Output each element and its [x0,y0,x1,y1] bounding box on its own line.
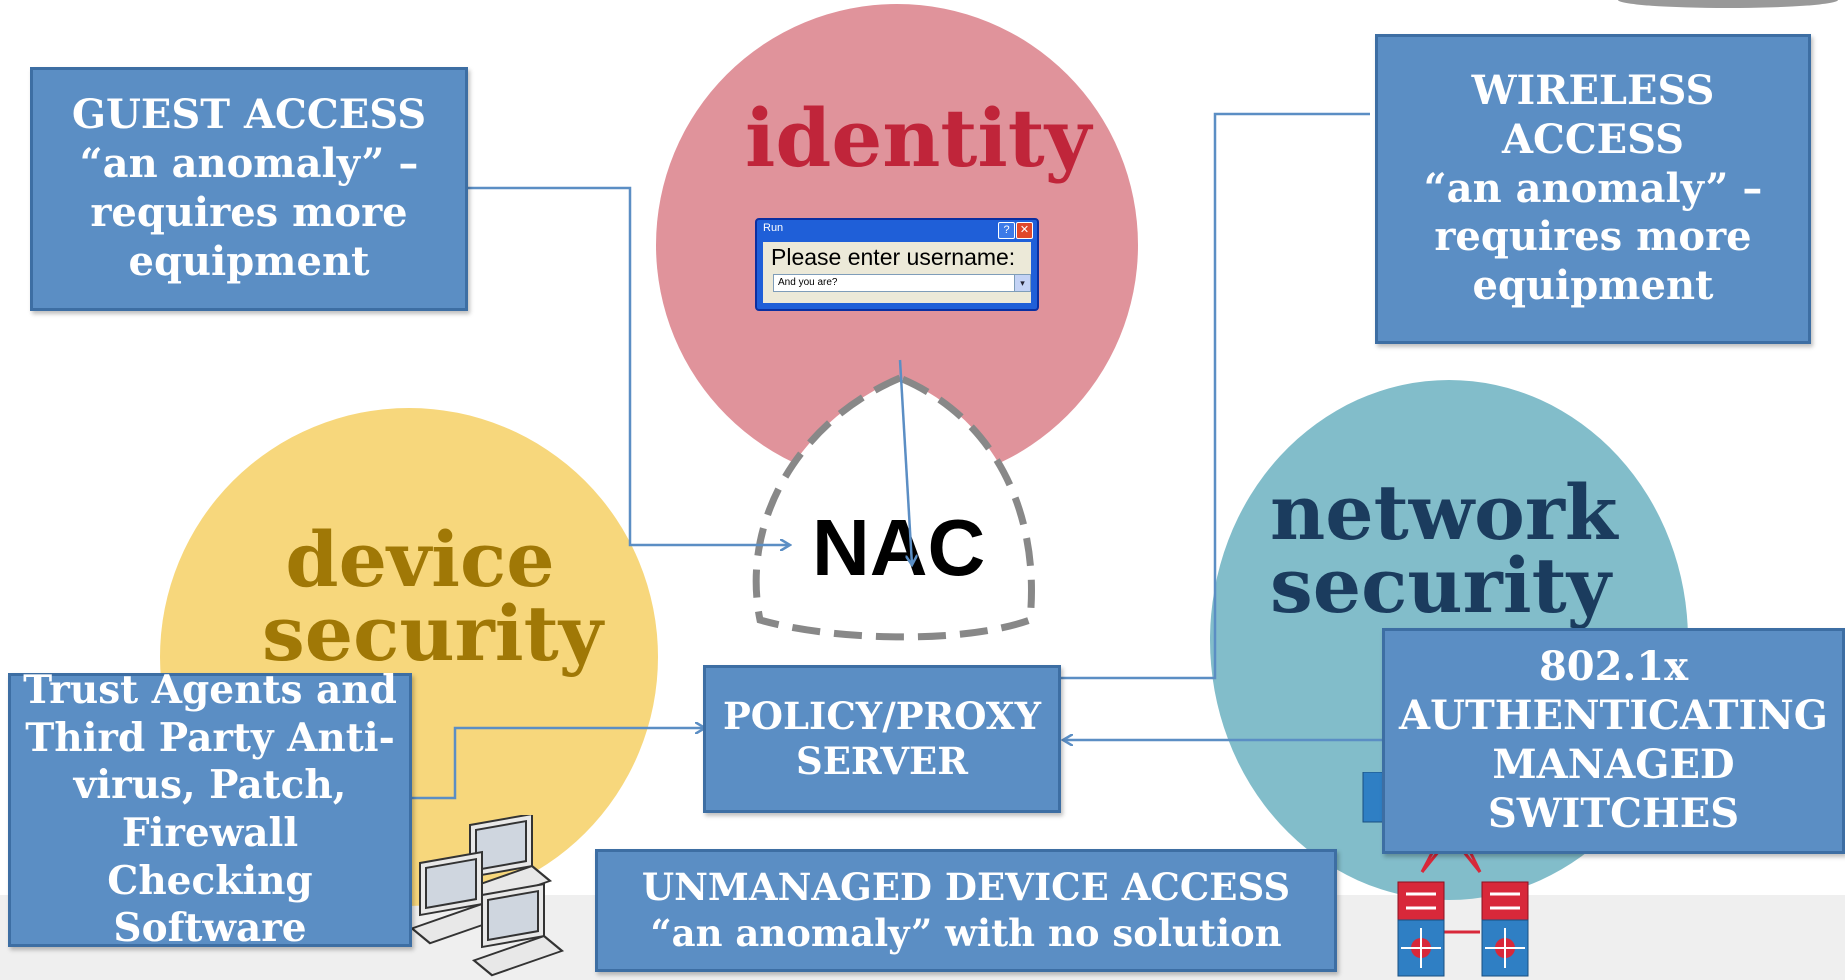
device-label-line2: security [262,589,603,678]
managed-switches-box: 802.1x AUTHENTICATING MANAGED SWITCHES [1382,628,1845,854]
guest-line-4: equipment [128,237,370,285]
trust-line-2: Third Party Anti- [25,714,395,761]
corner-decoration [1618,0,1838,8]
guest-line-2: “an anomaly” – [79,140,419,188]
policy-line-2: SERVER [795,739,968,783]
device-label-line1: device [285,515,555,604]
wireless-line-3: “an anomaly” – [1423,164,1763,212]
trust-line-4: Firewall Checking [107,810,313,904]
run-dialog-title: Run [763,222,784,234]
run-dialog-body: Please enter username: And you are? ▾ [763,242,1031,303]
switches-line-4: SWITCHES [1487,789,1740,837]
unmanaged-line-2: “an anomaly” with no solution [650,910,1282,955]
guest-connector [466,186,790,545]
laptop-icon [409,815,565,977]
policy-line-1: POLICY/PROXY [722,693,1042,738]
unmanaged-device-access-box: UNMANAGED DEVICE ACCESS “an anomaly” wit… [595,849,1337,972]
identity-connector [898,359,912,565]
policy-proxy-server-box: POLICY/PROXY SERVER [703,665,1061,813]
wireless-line-4: requires more [1434,213,1752,261]
username-input-value: And you are? [778,277,838,288]
close-button[interactable]: ✕ [1016,222,1033,239]
network-label-line2: security [1270,541,1611,630]
trust-connector [410,728,705,800]
trust-agents-box: Trust Agents and Third Party Anti- virus… [8,667,412,951]
unmanaged-line-1: UNMANAGED DEVICE ACCESS [641,865,1291,910]
trust-line-3: virus, Patch, [73,762,347,809]
run-dialog[interactable]: Run ? ✕ Please enter username: And you a… [755,218,1039,311]
help-button[interactable]: ? [998,222,1015,239]
trust-line-1: Trust Agents and [23,667,397,714]
nac-label: NAC [812,503,986,592]
trust-line-5: Software [113,905,307,952]
identity-label: identity [745,91,1092,185]
wireless-line-1: WIRELESS [1471,67,1715,114]
guest-access-box: GUEST ACCESS “an anomaly” – requires mor… [30,67,468,311]
run-prompt: Please enter username: [771,244,1016,270]
chevron-down-icon[interactable]: ▾ [1014,275,1030,291]
wireless-line-5: equipment [1472,262,1714,310]
network-label-line1: network [1270,468,1618,557]
username-input[interactable]: And you are? ▾ [773,274,1031,292]
guest-line-1: GUEST ACCESS [71,91,427,139]
switches-line-1: 802.1x [1538,643,1689,691]
switches-line-2: AUTHENTICATING [1399,692,1828,740]
wireless-access-box: WIRELESS ACCESS “an anomaly” – requires … [1375,34,1811,344]
wireless-line-2: ACCESS [1501,115,1685,163]
guest-line-3: requires more [90,189,408,236]
switches-line-3: MANAGED [1492,741,1735,788]
